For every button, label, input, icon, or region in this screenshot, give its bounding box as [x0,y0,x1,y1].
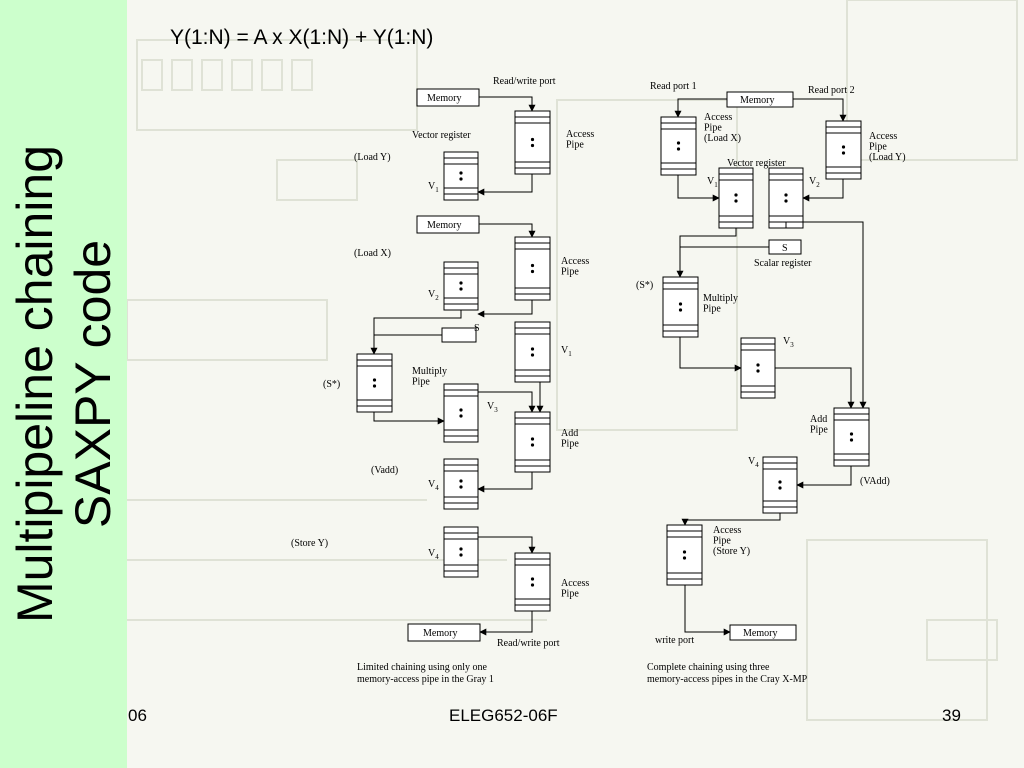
edge-store-pipe-to-memory [684,585,731,636]
label-right-vector-register: Vector register [727,158,786,169]
edge-add-to-v4 [796,466,852,489]
label-left-v1: V1 [561,345,572,358]
edge-v3-to-add [478,391,536,413]
edge-memory-to-pipe1 [479,96,536,112]
left-add-pipe [514,411,551,473]
right-access-pipe-store-y [666,524,703,586]
saxpy-formula: Y(1:N) = A x X(1:N) + Y(1:N) [170,26,434,49]
edge-pipe2-to-v2 [477,300,533,318]
left-v2-register [443,261,479,311]
label-left-v4: V4 [428,479,439,492]
left-v1-register [514,321,551,383]
edge-multiply-to-v3 [679,337,742,372]
footer-page-number: 39 [942,706,961,725]
label-right-scalar-register: Scalar register [754,258,812,269]
label-right-s-star: (S*) [636,280,653,291]
label-right-v3: V3 [783,336,794,349]
footer-date: 06 [128,706,147,725]
edge-v2-to-add [785,221,867,409]
edge-memory-to-pipe2 [479,223,536,238]
edge-memory-to-pipe-y [793,98,847,122]
label-left-vadd: (Vadd) [371,465,398,476]
left-multiply-pipe [356,353,393,413]
edge-pipe-y-to-v2 [802,179,844,202]
left-v4-store-register [443,526,479,578]
edge-memory-to-pipe-x [674,98,727,118]
label-left-s: S [474,323,480,334]
right-access-pipe-load-y [825,120,862,180]
label-right-vadd: (VAdd) [860,476,890,487]
right-access-pipe-load-x [660,116,697,176]
label-left-memory-top: Memory [427,93,461,104]
edge-multiply-to-v3 [373,412,445,425]
faded-background-watermark [127,0,1018,721]
label-left-store-y: (Store Y) [291,538,328,549]
footer-course: ELEG652-06F [449,706,558,725]
left-s-scalar-register [441,327,477,343]
label-left-v1-load: V1 [428,181,439,194]
label-left-v4-store: V4 [428,548,439,561]
left-v4-register [443,458,479,510]
right-add-pipe [833,407,870,467]
label-right-read-port-1: Read port 1 [650,81,697,92]
left-access-pipe-2 [514,236,551,301]
label-right-write-port: write port [655,635,694,646]
right-v1-register [718,167,754,229]
edge-v3-to-add [775,367,855,409]
edge-v2-to-multiply [370,310,462,355]
right-v3-register [740,337,776,399]
left-access-pipe-1 [514,110,551,175]
label-right-v2: V2 [809,176,820,189]
left-v3-register [443,383,479,443]
edge-pipe-x-to-v1 [677,175,720,202]
label-left-load-y: (Load Y) [354,152,391,163]
right-multiply-pipe [662,276,699,338]
label-left-v2: V2 [428,289,439,302]
edge-pipe1-to-v1 [477,174,533,196]
edge-v4-to-pipe3 [478,536,536,554]
right-v4-register [762,456,798,514]
label-left-v3: V3 [487,401,498,414]
edge-v4-to-store-pipe [681,513,781,526]
title-sidebar [0,0,127,768]
label-right-memory-top: Memory [740,95,774,106]
label-right-v4: V4 [748,456,759,469]
label-left-load-x: (Load X) [354,248,391,259]
label-left-read-write-port-top: Read/write port [493,76,556,87]
label-left-memory-bottom: Memory [423,628,457,639]
label-right-memory-bottom: Memory [743,628,777,639]
label-left-vector-register: Vector register [412,130,471,141]
edge-pipe3-to-memory [479,611,533,636]
right-v2-register [768,167,804,229]
edge-v1-to-add [532,381,544,413]
label-right-read-port-2: Read port 2 [808,85,855,96]
left-v1-load-register [443,151,479,201]
label-right-s: S [782,243,788,254]
label-right-v1: V1 [707,176,718,189]
label-left-s-star: (S*) [323,379,340,390]
edge-v1-to-multiply [676,228,737,278]
edge-add-to-v4 [477,472,533,493]
label-left-read-write-port-bottom: Read/write port [497,638,560,649]
label-left-memory-middle: Memory [427,220,461,231]
left-access-pipe-3 [514,552,551,612]
